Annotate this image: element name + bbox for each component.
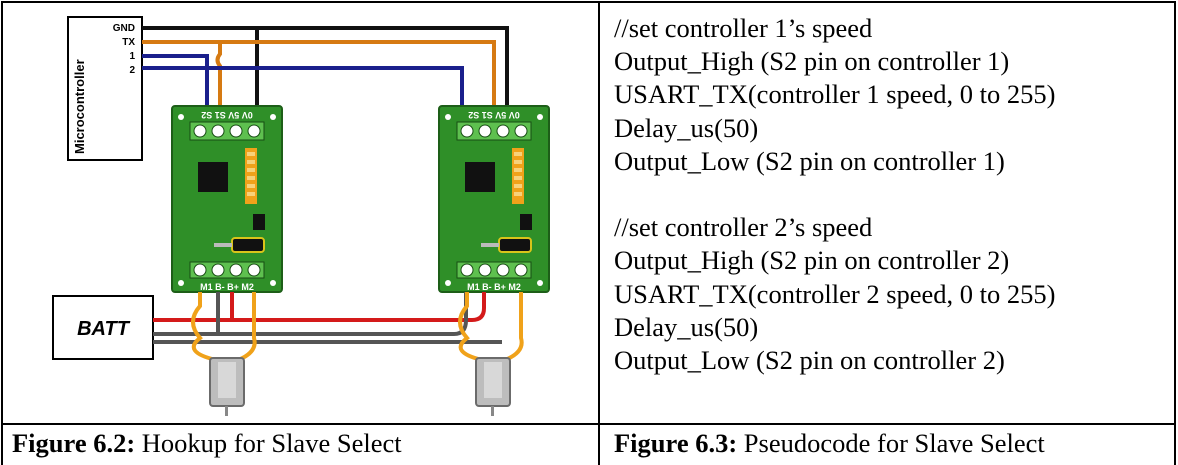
wire-batt-positive [153,292,486,322]
caption-right-label: Figure 6.3: [614,428,738,458]
caption-left-label: Figure 6.2: [12,428,136,458]
hookup-diagram: Microcontroller GND TX 1 2 0V 5V S1 S2 [52,16,550,416]
code-line: USART_TX(controller 2 speed, 0 to 255) [614,278,1056,309]
wire-tx-board1 [215,42,222,106]
wire-select-2 [142,66,464,106]
code-line: Output_Low (S2 pin on controller 2) [614,344,1005,375]
motor-1 [209,357,245,416]
microcontroller-label: Microcontroller [72,59,87,154]
wire-tx [142,40,496,106]
microcontroller-box [67,16,143,161]
table-divider-horizontal [1,423,1176,425]
motor-controller-2: 0V 5V S1 S2 M1 B- B+ M2 [438,105,550,293]
pin-2-label: 2 [129,65,135,76]
pin-tx-label: TX [122,37,135,48]
wire-select-1 [142,54,209,106]
table-border-top [1,1,1176,3]
caption-right-text: Pseudocode for Slave Select [737,428,1045,458]
wire-gnd [142,26,509,106]
code-line: //set controller 2’s speed [614,212,873,243]
code-line: Output_High (S2 pin on controller 2) [614,245,1010,276]
board-2-top-pins: 0V 5V S1 S2 [468,110,520,120]
table-border-right [1174,1,1176,465]
table-border-left [1,1,3,465]
caption-left: Figure 6.2: Hookup for Slave Select [12,426,402,460]
board-1-bottom-pins: M1 B- B+ M2 [200,282,254,292]
battery-box [52,295,154,360]
code-line: Delay_us(50) [614,311,759,342]
pseudocode-block: //set controller 1’s speed Output_High (… [614,12,1174,377]
caption-left-text: Hookup for Slave Select [135,428,402,458]
board-2-bottom-pins: M1 B- B+ M2 [467,282,521,292]
motor-controller-1: 0V 5V S1 S2 M1 B- B+ M2 [171,105,283,293]
code-line-blank [614,178,1174,211]
motor-1-wires [191,292,257,362]
battery-label: BATT [77,318,131,340]
caption-right: Figure 6.3: Pseudocode for Slave Select [614,426,1045,460]
code-line: Output_High (S2 pin on controller 1) [614,46,1010,77]
motor-2 [475,357,511,416]
pin-gnd-label: GND [113,23,135,34]
code-line: USART_TX(controller 1 speed, 0 to 255) [614,79,1056,110]
code-line: //set controller 1’s speed [614,13,873,43]
code-line: Delay_us(50) [614,112,759,143]
code-line: Output_Low (S2 pin on controller 1) [614,145,1005,176]
motor-2-wires [458,292,524,362]
table-divider-vertical [598,1,600,465]
board-1-top-pins: 0V 5V S1 S2 [201,110,253,120]
pin-1-label: 1 [129,51,135,62]
